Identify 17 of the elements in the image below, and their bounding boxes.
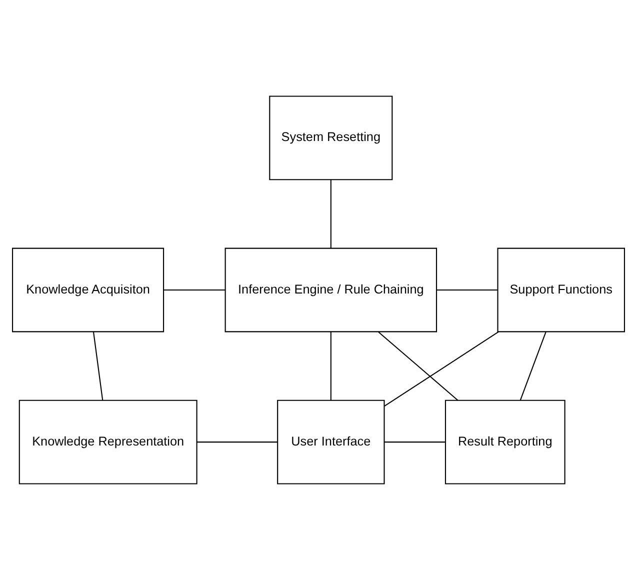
connector bbox=[92, 332, 104, 400]
connector bbox=[196, 442, 278, 443]
connector bbox=[384, 442, 446, 443]
node-box: Result Reporting bbox=[444, 400, 566, 484]
connector bbox=[330, 180, 332, 248]
node-box: Knowledge Representation bbox=[18, 400, 198, 484]
node-box: Support Functions bbox=[497, 248, 625, 332]
node-box: Inference Engine / Rule Chaining bbox=[224, 248, 438, 332]
connector bbox=[330, 332, 332, 400]
connector bbox=[436, 289, 498, 291]
node-box: Knowledge Acquisiton bbox=[12, 248, 164, 332]
connector bbox=[384, 331, 499, 407]
connector bbox=[164, 289, 226, 291]
connector bbox=[378, 332, 458, 401]
connector bbox=[520, 332, 546, 400]
node-box: User Interface bbox=[277, 400, 385, 484]
node-box: System Resetting bbox=[269, 96, 393, 180]
